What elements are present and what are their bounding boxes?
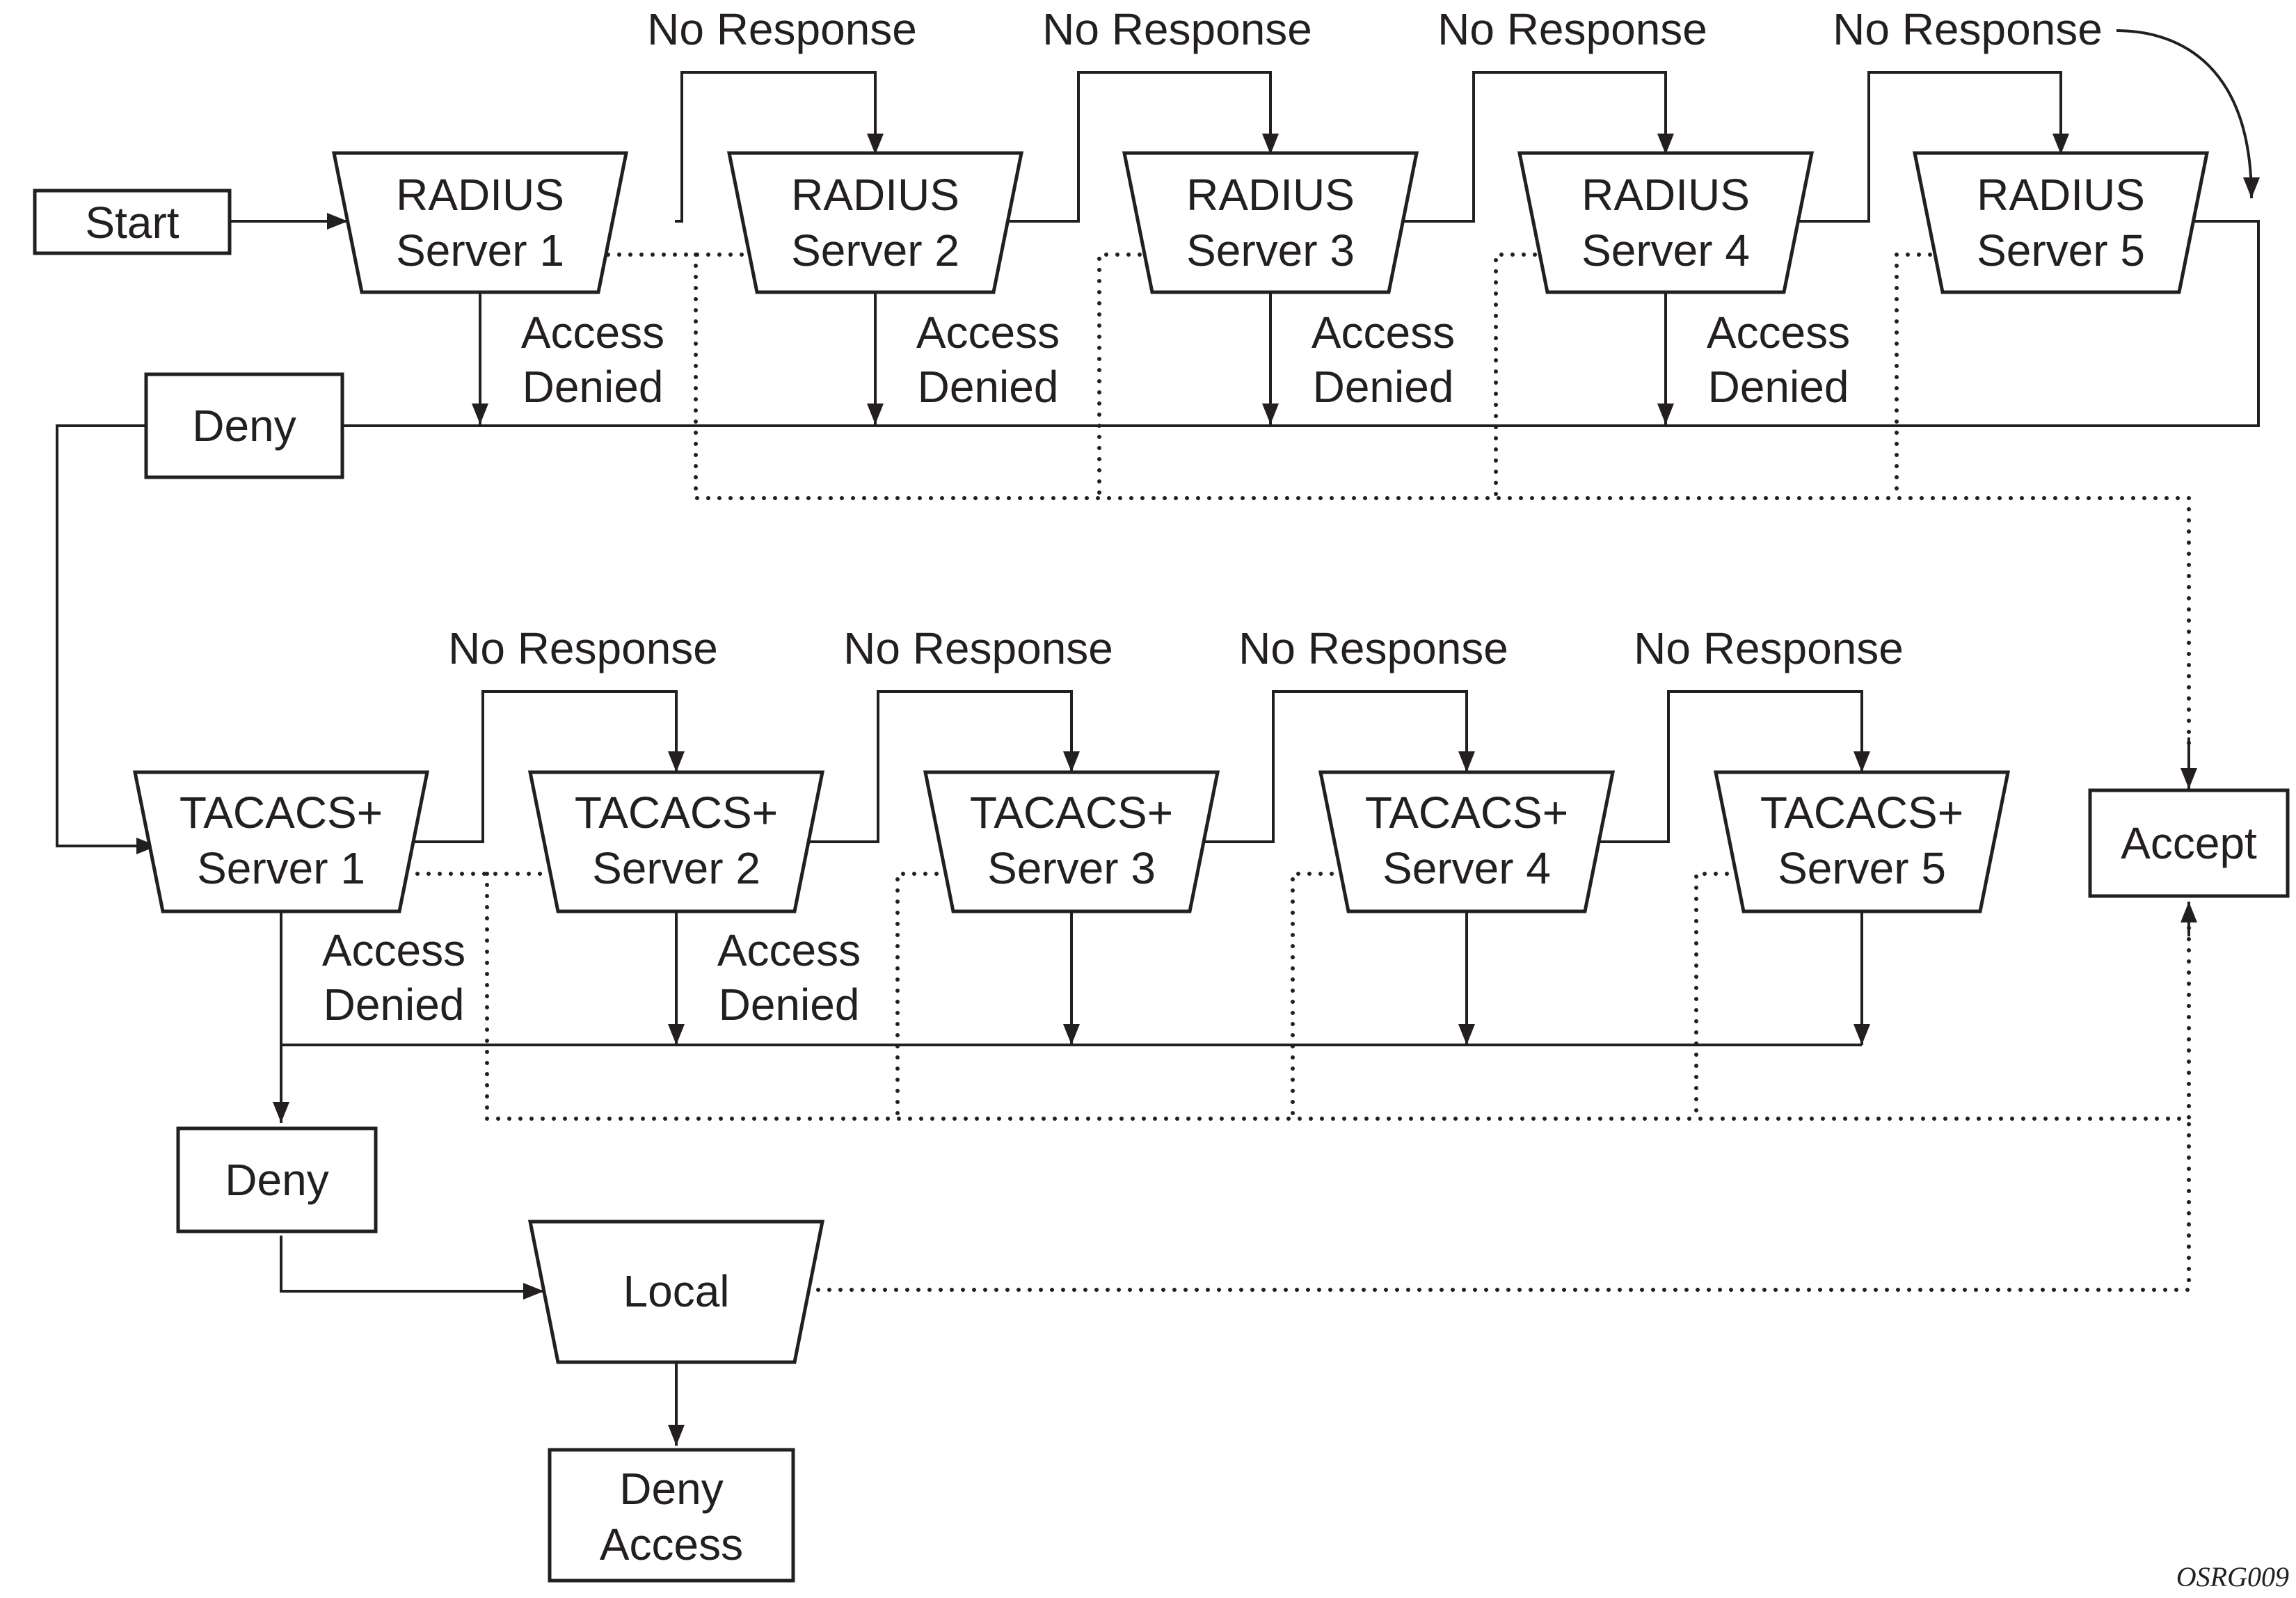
- deny-access-box: Deny Access: [548, 1448, 795, 1583]
- radius-server-4: RADIUS Server 4: [1517, 151, 1815, 294]
- tacacs-deny-label: Deny: [225, 1155, 328, 1205]
- access-denied-line1: Access: [521, 307, 664, 358]
- tacacs-server-4-line1: TACACS+: [1365, 788, 1568, 838]
- radius5-accept-dotted: [1895, 253, 1943, 500]
- tacacs-server-1-line2: Server 1: [197, 843, 365, 893]
- radius-no-response-labels: No Response No Response No Response No R…: [647, 4, 2103, 54]
- radius-server-3-line1: RADIUS: [1186, 170, 1355, 220]
- radius-accept-bus-dotted: [694, 253, 2191, 751]
- radius-server-2-line2: Server 2: [791, 225, 959, 275]
- tacacs-server-2: TACACS+ Server 2: [527, 770, 825, 913]
- tacacs3-no-response-arrow: [1198, 690, 1475, 843]
- local-accept-dotted: [805, 1118, 2191, 1292]
- tacacs-server-5: TACACS+ Server 5: [1713, 770, 2011, 913]
- access-denied-line1: Access: [1312, 307, 1455, 358]
- radius-server-4-line2: Server 4: [1581, 225, 1750, 275]
- radius4-accept-dotted: [1494, 253, 1548, 500]
- radius-deny-bus: [342, 220, 2260, 427]
- start-box: Start: [33, 189, 232, 255]
- radius-deny-box: Deny: [144, 372, 344, 479]
- tacacs-accept-bus-dotted: [485, 872, 2191, 1121]
- tacacs-deny-to-local-arrow: [280, 1236, 544, 1300]
- radius-server-1-line2: Server 1: [396, 225, 564, 275]
- tacacs5-accept-dotted: [1694, 872, 1740, 1121]
- access-denied-line1: Access: [1707, 307, 1850, 358]
- access-denied-line2: Denied: [918, 362, 1059, 412]
- tacacs2-no-response-arrow: [803, 690, 1080, 843]
- access-denied-line2: Denied: [1708, 362, 1849, 412]
- radius-server-3-line2: Server 3: [1186, 225, 1355, 275]
- radius-server-5-line1: RADIUS: [1977, 170, 2145, 220]
- tacacs-server-4-line2: Server 4: [1382, 843, 1551, 893]
- tacacs4-no-response-arrow: [1593, 690, 1870, 843]
- deny-access-line1: Deny: [619, 1464, 723, 1514]
- no-response-label: No Response: [1634, 623, 1904, 673]
- radius5-no-response-arrow: [2116, 29, 2260, 199]
- radius4-no-response-arrow: [1792, 71, 2069, 223]
- start-label: Start: [85, 198, 179, 248]
- no-response-label: No Response: [843, 623, 1113, 673]
- radius-deny-label: Deny: [192, 401, 296, 451]
- radius-server-1-line1: RADIUS: [396, 170, 564, 220]
- tacacs-server-5-line1: TACACS+: [1760, 788, 1963, 838]
- radius-deny-to-tacacs1-arrow: [56, 424, 157, 854]
- tacacs-server-3-line2: Server 3: [987, 843, 1156, 893]
- radius1-no-response-arrow: [675, 71, 884, 223]
- radius3-accept-dotted: [1097, 253, 1153, 500]
- radius-server-4-line1: RADIUS: [1581, 170, 1750, 220]
- tacacs4-accept-dotted: [1291, 872, 1345, 1121]
- local-label: Local: [623, 1266, 730, 1316]
- figure-code: OSRG009: [2176, 1561, 2289, 1592]
- no-response-label: No Response: [647, 4, 917, 54]
- no-response-label: No Response: [1437, 4, 1707, 54]
- deny-access-line2: Access: [600, 1519, 743, 1569]
- tacacs-server-2-line1: TACACS+: [575, 788, 778, 838]
- radius-server-5: RADIUS Server 5: [1912, 151, 2210, 294]
- accept-label: Accept: [2121, 818, 2257, 868]
- access-denied-line1: Access: [322, 925, 465, 975]
- access-denied-line2: Denied: [1313, 362, 1454, 412]
- tacacs-server-2-line2: Server 2: [592, 843, 760, 893]
- no-response-label: No Response: [1833, 4, 2103, 54]
- radius-server-3: RADIUS Server 3: [1122, 151, 1419, 294]
- no-response-label: No Response: [1042, 4, 1312, 54]
- radius-server-1: RADIUS Server 1: [331, 151, 629, 294]
- tacacs-server-4: TACACS+ Server 4: [1318, 770, 1616, 913]
- access-denied-line2: Denied: [324, 980, 465, 1030]
- tacacs1-no-response-arrow: [407, 690, 685, 843]
- connectors: [56, 29, 2260, 1446]
- access-denied-line1: Access: [916, 307, 1060, 358]
- radius-server-2-line1: RADIUS: [791, 170, 959, 220]
- tacacs-access-denied-labels: Access Denied Access Denied: [322, 925, 861, 1030]
- tacacs-server-3-line1: TACACS+: [970, 788, 1173, 838]
- access-denied-line2: Denied: [719, 980, 860, 1030]
- radius-server-2: RADIUS Server 2: [726, 151, 1024, 294]
- tacacs-server-3: TACACS+ Server 3: [923, 770, 1220, 913]
- tacacs-server-1-line1: TACACS+: [180, 788, 383, 838]
- radius3-no-response-arrow: [1397, 71, 1674, 223]
- radius-server-5-line2: Server 5: [1977, 225, 2145, 275]
- radius-access-denied-labels: Access Denied Access Denied Access Denie…: [521, 307, 1850, 412]
- tacacs-deny-box: Deny: [176, 1126, 378, 1233]
- accept-box: Accept: [2088, 788, 2290, 898]
- tacacs-server-1: TACACS+ Server 1: [132, 770, 430, 913]
- tacacs3-accept-dotted: [895, 872, 950, 1121]
- access-denied-line1: Access: [717, 925, 861, 975]
- no-response-label: No Response: [448, 623, 718, 673]
- access-denied-line2: Denied: [523, 362, 664, 412]
- local-box: Local: [527, 1220, 825, 1364]
- tacacs-server-5-line2: Server 5: [1778, 843, 1946, 893]
- radius2-no-response-arrow: [1002, 71, 1279, 223]
- tacacs-no-response-labels: No Response No Response No Response No R…: [448, 623, 1904, 673]
- accept-paths: [404, 253, 2197, 1292]
- no-response-label: No Response: [1238, 623, 1508, 673]
